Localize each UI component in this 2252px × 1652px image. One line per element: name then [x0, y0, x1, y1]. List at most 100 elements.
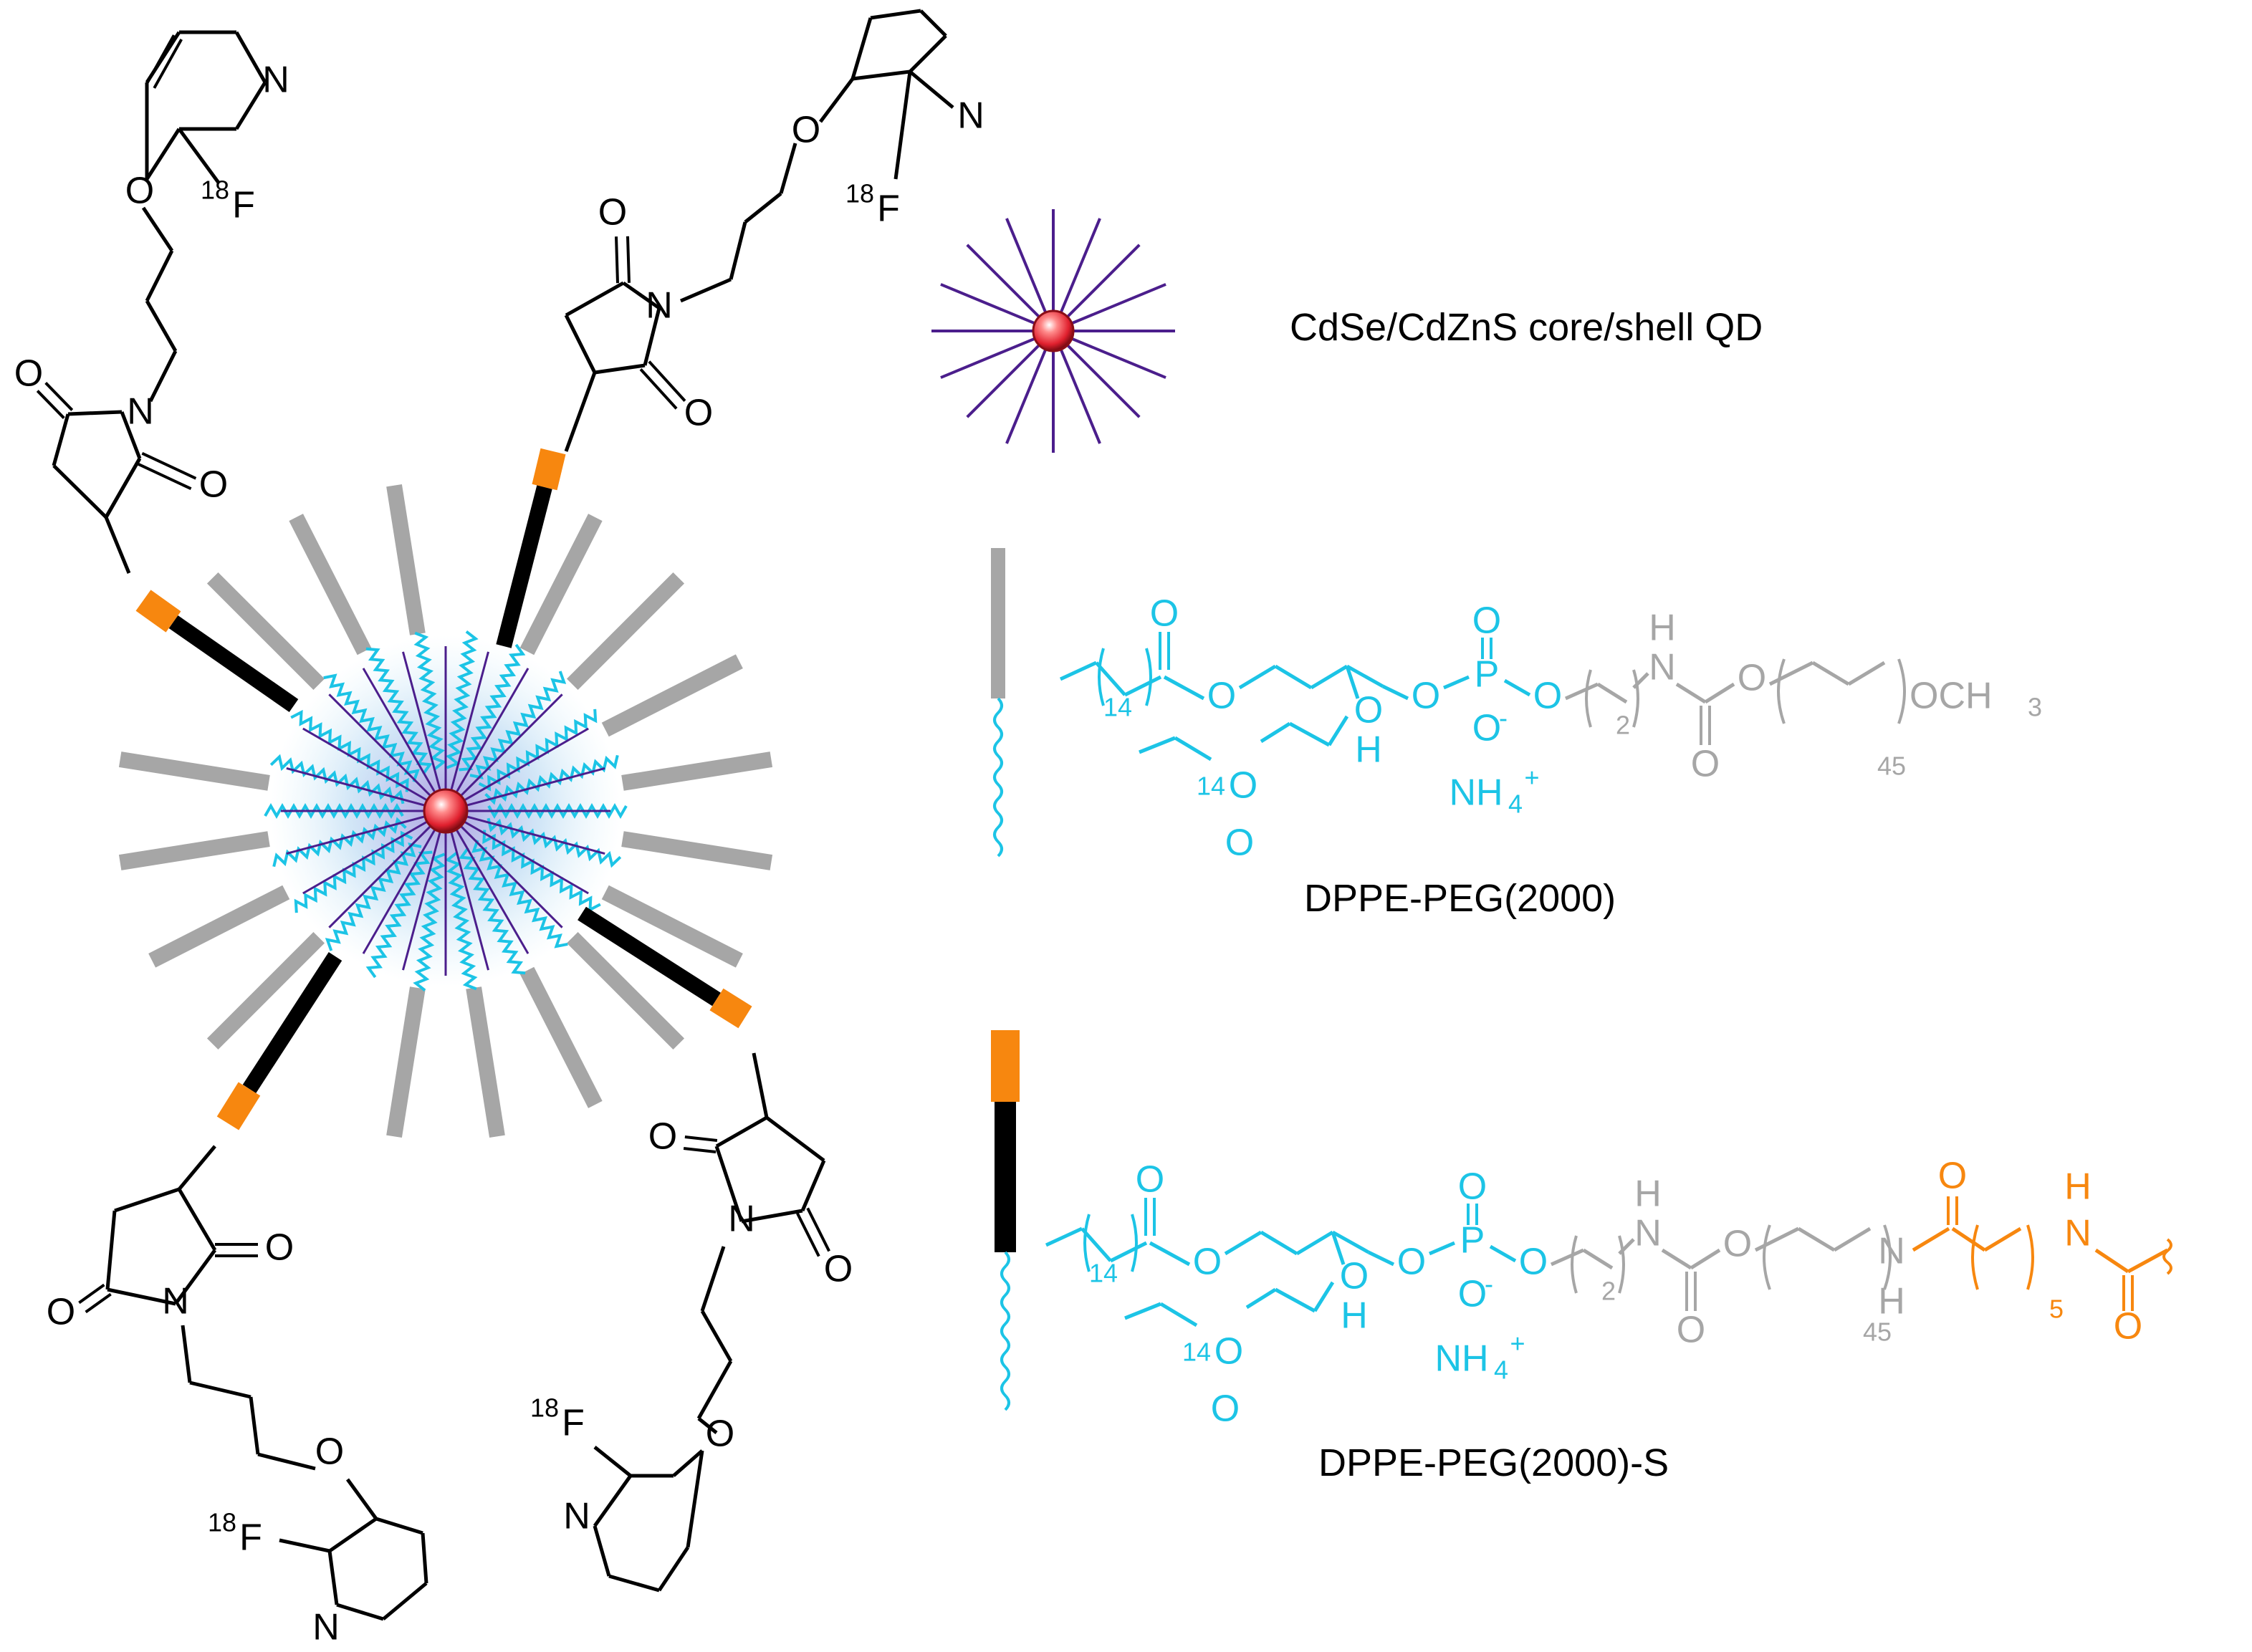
bond: [800, 1160, 826, 1211]
bond: [744, 192, 782, 224]
bond: [593, 1446, 632, 1477]
atom-N: N: [1649, 647, 1676, 688]
repeat-bracket: [1971, 1224, 1979, 1290]
atom-H: H: [1341, 1295, 1368, 1337]
subscript: 2: [1616, 711, 1630, 740]
bond: [1295, 1230, 1334, 1256]
peg-chains: [118, 484, 773, 1138]
peg-chain: [519, 514, 603, 655]
subscript: 14: [1089, 1259, 1118, 1288]
bond: [375, 1517, 423, 1535]
atom-N: N: [1878, 1231, 1905, 1272]
atom-H: H: [1634, 1173, 1662, 1215]
bond: [700, 1310, 733, 1363]
qd-ligand: [445, 810, 605, 855]
repeat-bracket: [1897, 658, 1906, 724]
bond: [1381, 684, 1409, 701]
subscript: 3: [2028, 693, 2042, 722]
bond: [639, 368, 678, 410]
bond: [1596, 682, 1628, 704]
atom-O: O: [1677, 1310, 1705, 1351]
subscript: 4: [1494, 1355, 1508, 1385]
qd-ligand: [286, 767, 446, 812]
lipid-tail: [459, 847, 526, 975]
black-linker: [578, 906, 721, 1007]
atom-O: O: [648, 1116, 677, 1158]
atom-NH4: NH: [1449, 772, 1503, 814]
subscript: 45: [1877, 751, 1906, 781]
bond: [779, 143, 797, 194]
bond: [1045, 1226, 1083, 1247]
bond: [1260, 1230, 1298, 1256]
bond: [564, 314, 597, 374]
black-linker: [242, 952, 342, 1093]
bond: [1124, 1302, 1161, 1320]
bond: [85, 1292, 112, 1314]
bond: [1503, 678, 1531, 697]
qd-ligand: [445, 727, 589, 812]
qd-ligand: [444, 810, 563, 928]
bond: [1159, 1302, 1198, 1327]
atom-O: O: [598, 192, 627, 234]
atom-O: O: [1150, 593, 1179, 635]
qd-ligand: [445, 810, 589, 895]
bond: [1983, 1226, 2022, 1252]
orange-linker: [135, 590, 181, 633]
lipid-tail: [484, 754, 619, 805]
qd-ligand: [444, 668, 530, 812]
lipid-tail: [269, 754, 405, 805]
bond: [1109, 1241, 1148, 1263]
qd-ligand: [302, 727, 446, 812]
atom-O: O: [14, 353, 43, 395]
bond: [1754, 1226, 1800, 1252]
repeat-bracket: [1131, 1214, 1138, 1272]
bond: [105, 1210, 117, 1290]
bond: [1288, 721, 1331, 747]
bond: [686, 1450, 704, 1548]
repeat-bracket: [1585, 669, 1592, 728]
bond: [178, 1145, 216, 1191]
bond: [1174, 736, 1212, 762]
lipid-tail: [264, 802, 404, 820]
bond: [136, 462, 192, 491]
bond: [729, 221, 747, 280]
subscript: 45: [1863, 1317, 1892, 1347]
subscript: 5: [2049, 1295, 2064, 1324]
bond: [696, 1360, 733, 1420]
peg-chain: [206, 572, 325, 691]
bond: [1095, 661, 1126, 696]
atom-O: O: [792, 110, 820, 151]
repeat-bracket: [1571, 1235, 1578, 1294]
subscript: 2: [1601, 1277, 1616, 1306]
black-linker: [168, 615, 299, 713]
bond: [107, 1287, 176, 1306]
bond: [1768, 661, 1814, 686]
bond: [870, 9, 921, 20]
bond: [1260, 721, 1291, 744]
charge: +: [1524, 763, 1539, 792]
bond: [1489, 1244, 1517, 1263]
atom-O: O: [1691, 744, 1720, 785]
repeat-bracket: [2026, 1224, 2034, 1290]
atom-O: O: [47, 1292, 75, 1333]
bond: [173, 1249, 217, 1305]
bond: [741, 1209, 803, 1224]
atom-OCH3: OCH: [1910, 676, 1993, 717]
atom-O: O: [1211, 1388, 1240, 1430]
qd-ligand: [328, 693, 447, 812]
bond: [893, 71, 912, 180]
bond: [1331, 1230, 1370, 1254]
bond: [327, 1550, 339, 1605]
bond: [141, 206, 174, 252]
atom-O: O: [1938, 1156, 1967, 1197]
bond: [1675, 682, 1707, 704]
bond: [714, 1146, 744, 1222]
bond: [1632, 672, 1649, 689]
atom-O: O: [1412, 676, 1440, 717]
atom-O: O: [1458, 1166, 1487, 1208]
